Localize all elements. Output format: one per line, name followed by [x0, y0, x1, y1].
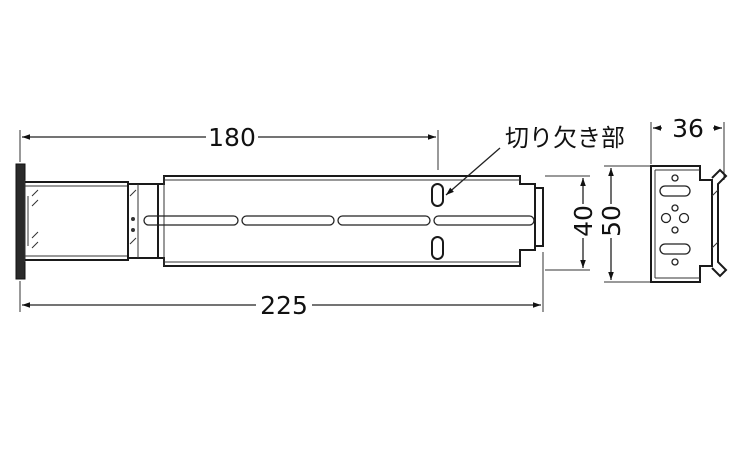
end-view-right-profile — [711, 168, 728, 278]
dimension-50-label: 50 — [597, 205, 626, 237]
dimension-180-label: 180 — [208, 123, 256, 152]
dimension-40: 40 — [545, 175, 598, 271]
notch-label: 切り欠き部 — [505, 124, 625, 152]
dimension-225-label: 225 — [260, 291, 308, 320]
hinge-section — [127, 183, 159, 259]
notch-callout: 切り欠き部 — [445, 124, 625, 196]
channel-body — [158, 175, 536, 267]
end-view-outline — [650, 165, 713, 283]
end-flange-plate — [15, 163, 26, 280]
nose-end — [535, 187, 544, 247]
end-view — [650, 165, 728, 283]
long-slot — [143, 215, 535, 226]
dimension-36-label: 36 — [672, 114, 704, 143]
dimension-225: 225 — [19, 252, 544, 320]
dimension-50: 50 — [597, 165, 650, 283]
dimension-36: 36 — [650, 114, 725, 180]
mounting-block — [25, 181, 129, 261]
notch-slot-upper — [431, 183, 444, 207]
dimension-40-label: 40 — [569, 205, 598, 237]
side-view — [15, 163, 544, 280]
notch-slot-lower — [431, 236, 444, 260]
dimension-180: 180 — [19, 123, 439, 170]
